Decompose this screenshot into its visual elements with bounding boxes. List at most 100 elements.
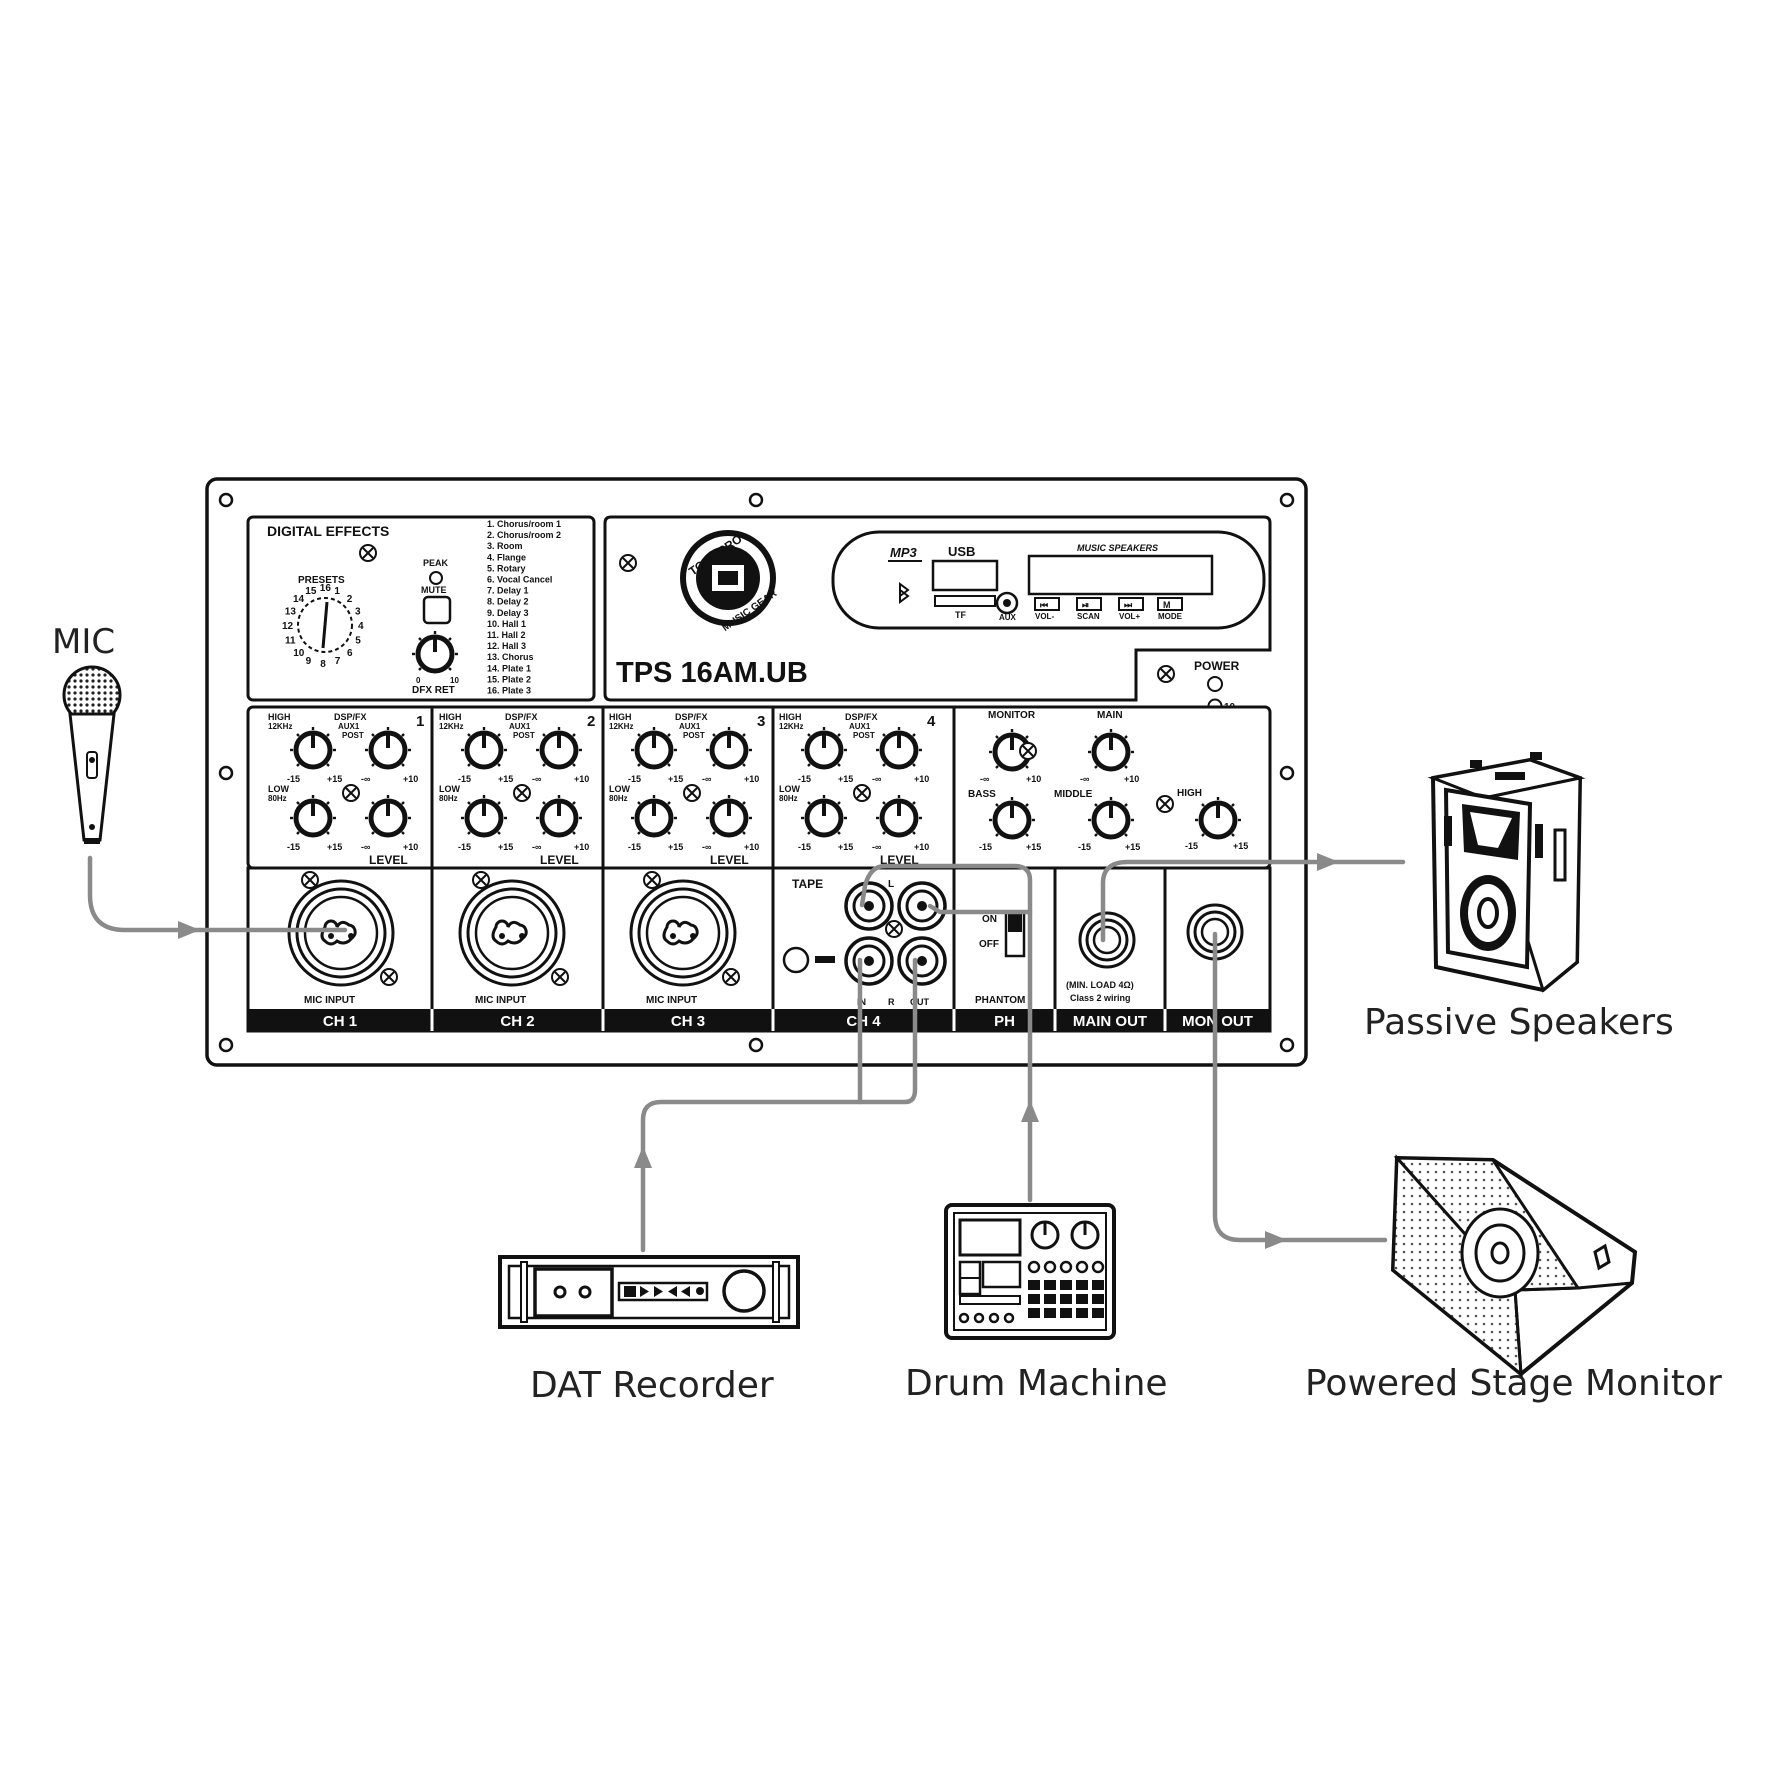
level-label: LEVEL xyxy=(880,853,919,867)
channel-tab: CH 1 xyxy=(323,1013,357,1030)
main-out-jack[interactable] xyxy=(1078,911,1136,969)
mp3-button-label: SCAN xyxy=(1077,612,1100,621)
bass-label: BASS xyxy=(968,789,996,800)
eq-min: -15 xyxy=(458,774,471,784)
preset-number: 1 xyxy=(334,586,340,597)
post-label: POST xyxy=(342,731,364,740)
tape-r-label: R xyxy=(888,997,895,1007)
channel-strip-1: HIGH12KHzDSP/FXAUX1POST1-15+15-∞+10LOW80… xyxy=(268,712,424,867)
eq-max: +15 xyxy=(498,842,513,852)
channel-tab: MON OUT xyxy=(1182,1013,1253,1030)
dfx-ret-label: DFX RET xyxy=(412,685,455,696)
send-min: -∞ xyxy=(872,774,882,784)
microphone-icon xyxy=(62,665,122,844)
phantom-section: ON OFF PHANTOM xyxy=(975,910,1025,1006)
usb-port[interactable] xyxy=(931,559,999,592)
monitor-label: MONITOR xyxy=(988,710,1036,721)
mp3-button-0[interactable] xyxy=(1034,597,1060,611)
xlr-combo-jack[interactable] xyxy=(287,879,395,987)
passive-speakers-label: Passive Speakers xyxy=(1364,1002,1674,1043)
eq-max: +15 xyxy=(668,774,683,784)
preset-number: 2 xyxy=(347,594,353,605)
mp3-button-2[interactable] xyxy=(1118,597,1144,611)
level-label: LEVEL xyxy=(540,853,579,867)
send-max: +10 xyxy=(914,842,929,852)
min-load-label: (MIN. LOAD 4Ω) xyxy=(1066,980,1134,990)
high-label: HIGH xyxy=(1177,788,1202,799)
usb-label: USB xyxy=(948,544,975,559)
tape-in-r-jack[interactable] xyxy=(844,936,894,986)
channel-number: 2 xyxy=(587,713,595,730)
xlr-combo-jack[interactable] xyxy=(629,879,737,987)
svg-text:-∞: -∞ xyxy=(1080,774,1090,784)
preset-list-item: 15. Plate 2 xyxy=(487,674,531,684)
drum-machine-label: Drum Machine xyxy=(905,1363,1168,1404)
preset-list-item: 14. Plate 1 xyxy=(487,663,531,673)
send-max: +10 xyxy=(744,774,759,784)
mp3-button-1[interactable] xyxy=(1076,597,1102,611)
mounting-holes xyxy=(218,492,1295,1053)
eq-min: -15 xyxy=(628,842,641,852)
mic-input-ch3: MIC INPUT xyxy=(629,871,740,1006)
svg-text:-15: -15 xyxy=(979,842,992,852)
send-max: +10 xyxy=(574,774,589,784)
low-label: LOW xyxy=(439,784,460,794)
low-freq-label: 80Hz xyxy=(439,794,458,803)
send-max: +10 xyxy=(403,774,418,784)
master-section: MONITOR MAIN -∞+10 -∞+10 BASS MIDDLE HIG… xyxy=(968,710,1248,852)
send-min: -∞ xyxy=(702,774,712,784)
high-label: HIGH xyxy=(439,712,462,722)
preset-number: 8 xyxy=(320,659,326,670)
mic-input-ch1: MIC INPUT xyxy=(287,871,398,1006)
drum-machine-icon xyxy=(944,1203,1116,1340)
mp3-button-3[interactable] xyxy=(1157,597,1183,611)
svg-text:+10: +10 xyxy=(1026,774,1041,784)
channel-strip-4: HIGH12KHzDSP/FXAUX1POST4-15+15-∞+10LOW80… xyxy=(779,712,936,867)
send-min: -∞ xyxy=(532,842,542,852)
send-min: -∞ xyxy=(361,842,371,852)
cable-main-out-to-speaker xyxy=(1100,853,1406,943)
mic-input-ch2: MIC INPUT xyxy=(458,871,569,1006)
post-label: POST xyxy=(513,731,535,740)
preset-list-item: 10. Hall 1 xyxy=(487,619,526,629)
cable-drum-to-tape xyxy=(859,863,1039,1203)
on-label: ON xyxy=(982,914,997,925)
mic-input-label: MIC INPUT xyxy=(646,995,697,1006)
dfx-min: 0 xyxy=(416,676,421,685)
preset-number: 15 xyxy=(305,586,317,597)
svg-text:+15: +15 xyxy=(1125,842,1140,852)
power-led xyxy=(1207,676,1223,692)
preset-number: 14 xyxy=(293,594,305,605)
eq-min: -15 xyxy=(798,774,811,784)
preset-list-item: 13. Chorus xyxy=(487,652,534,662)
tape-out-r-jack[interactable] xyxy=(897,936,947,986)
tape-in-l-jack[interactable] xyxy=(844,881,894,931)
xlr-combo-jack[interactable] xyxy=(458,879,566,987)
high-label: HIGH xyxy=(609,712,632,722)
eq-max: +15 xyxy=(838,842,853,852)
tape-label: TAPE xyxy=(792,877,823,891)
presets-knob[interactable] xyxy=(297,597,353,653)
low-freq-label: 80Hz xyxy=(609,794,628,803)
off-label: OFF xyxy=(979,939,999,950)
send-min: -∞ xyxy=(361,774,371,784)
preset-list-item: 16. Plate 3 xyxy=(487,686,531,696)
mp3-button-glyph: M xyxy=(1163,600,1171,610)
svg-text:+15: +15 xyxy=(1026,842,1041,852)
channel-strip-3: HIGH12KHzDSP/FXAUX1POST3-15+15-∞+10LOW80… xyxy=(609,712,765,867)
send-max: +10 xyxy=(914,774,929,784)
level-label: LEVEL xyxy=(710,853,749,867)
post-label: POST xyxy=(853,731,875,740)
mp3-button-glyph: ⏯ xyxy=(1082,600,1089,610)
tape-out-l-jack[interactable] xyxy=(897,881,947,931)
preset-number: 7 xyxy=(335,656,341,667)
presets-label: PRESETS xyxy=(298,575,345,586)
tape-l-label: L xyxy=(888,879,894,890)
tape-led xyxy=(782,946,810,974)
mute-button[interactable] xyxy=(422,595,452,625)
tf-slot[interactable] xyxy=(934,595,996,607)
middle-label: MIDDLE xyxy=(1054,789,1093,800)
preset-list-item: 7. Delay 1 xyxy=(487,586,529,596)
dsp-label: DSP/FX xyxy=(675,712,708,722)
